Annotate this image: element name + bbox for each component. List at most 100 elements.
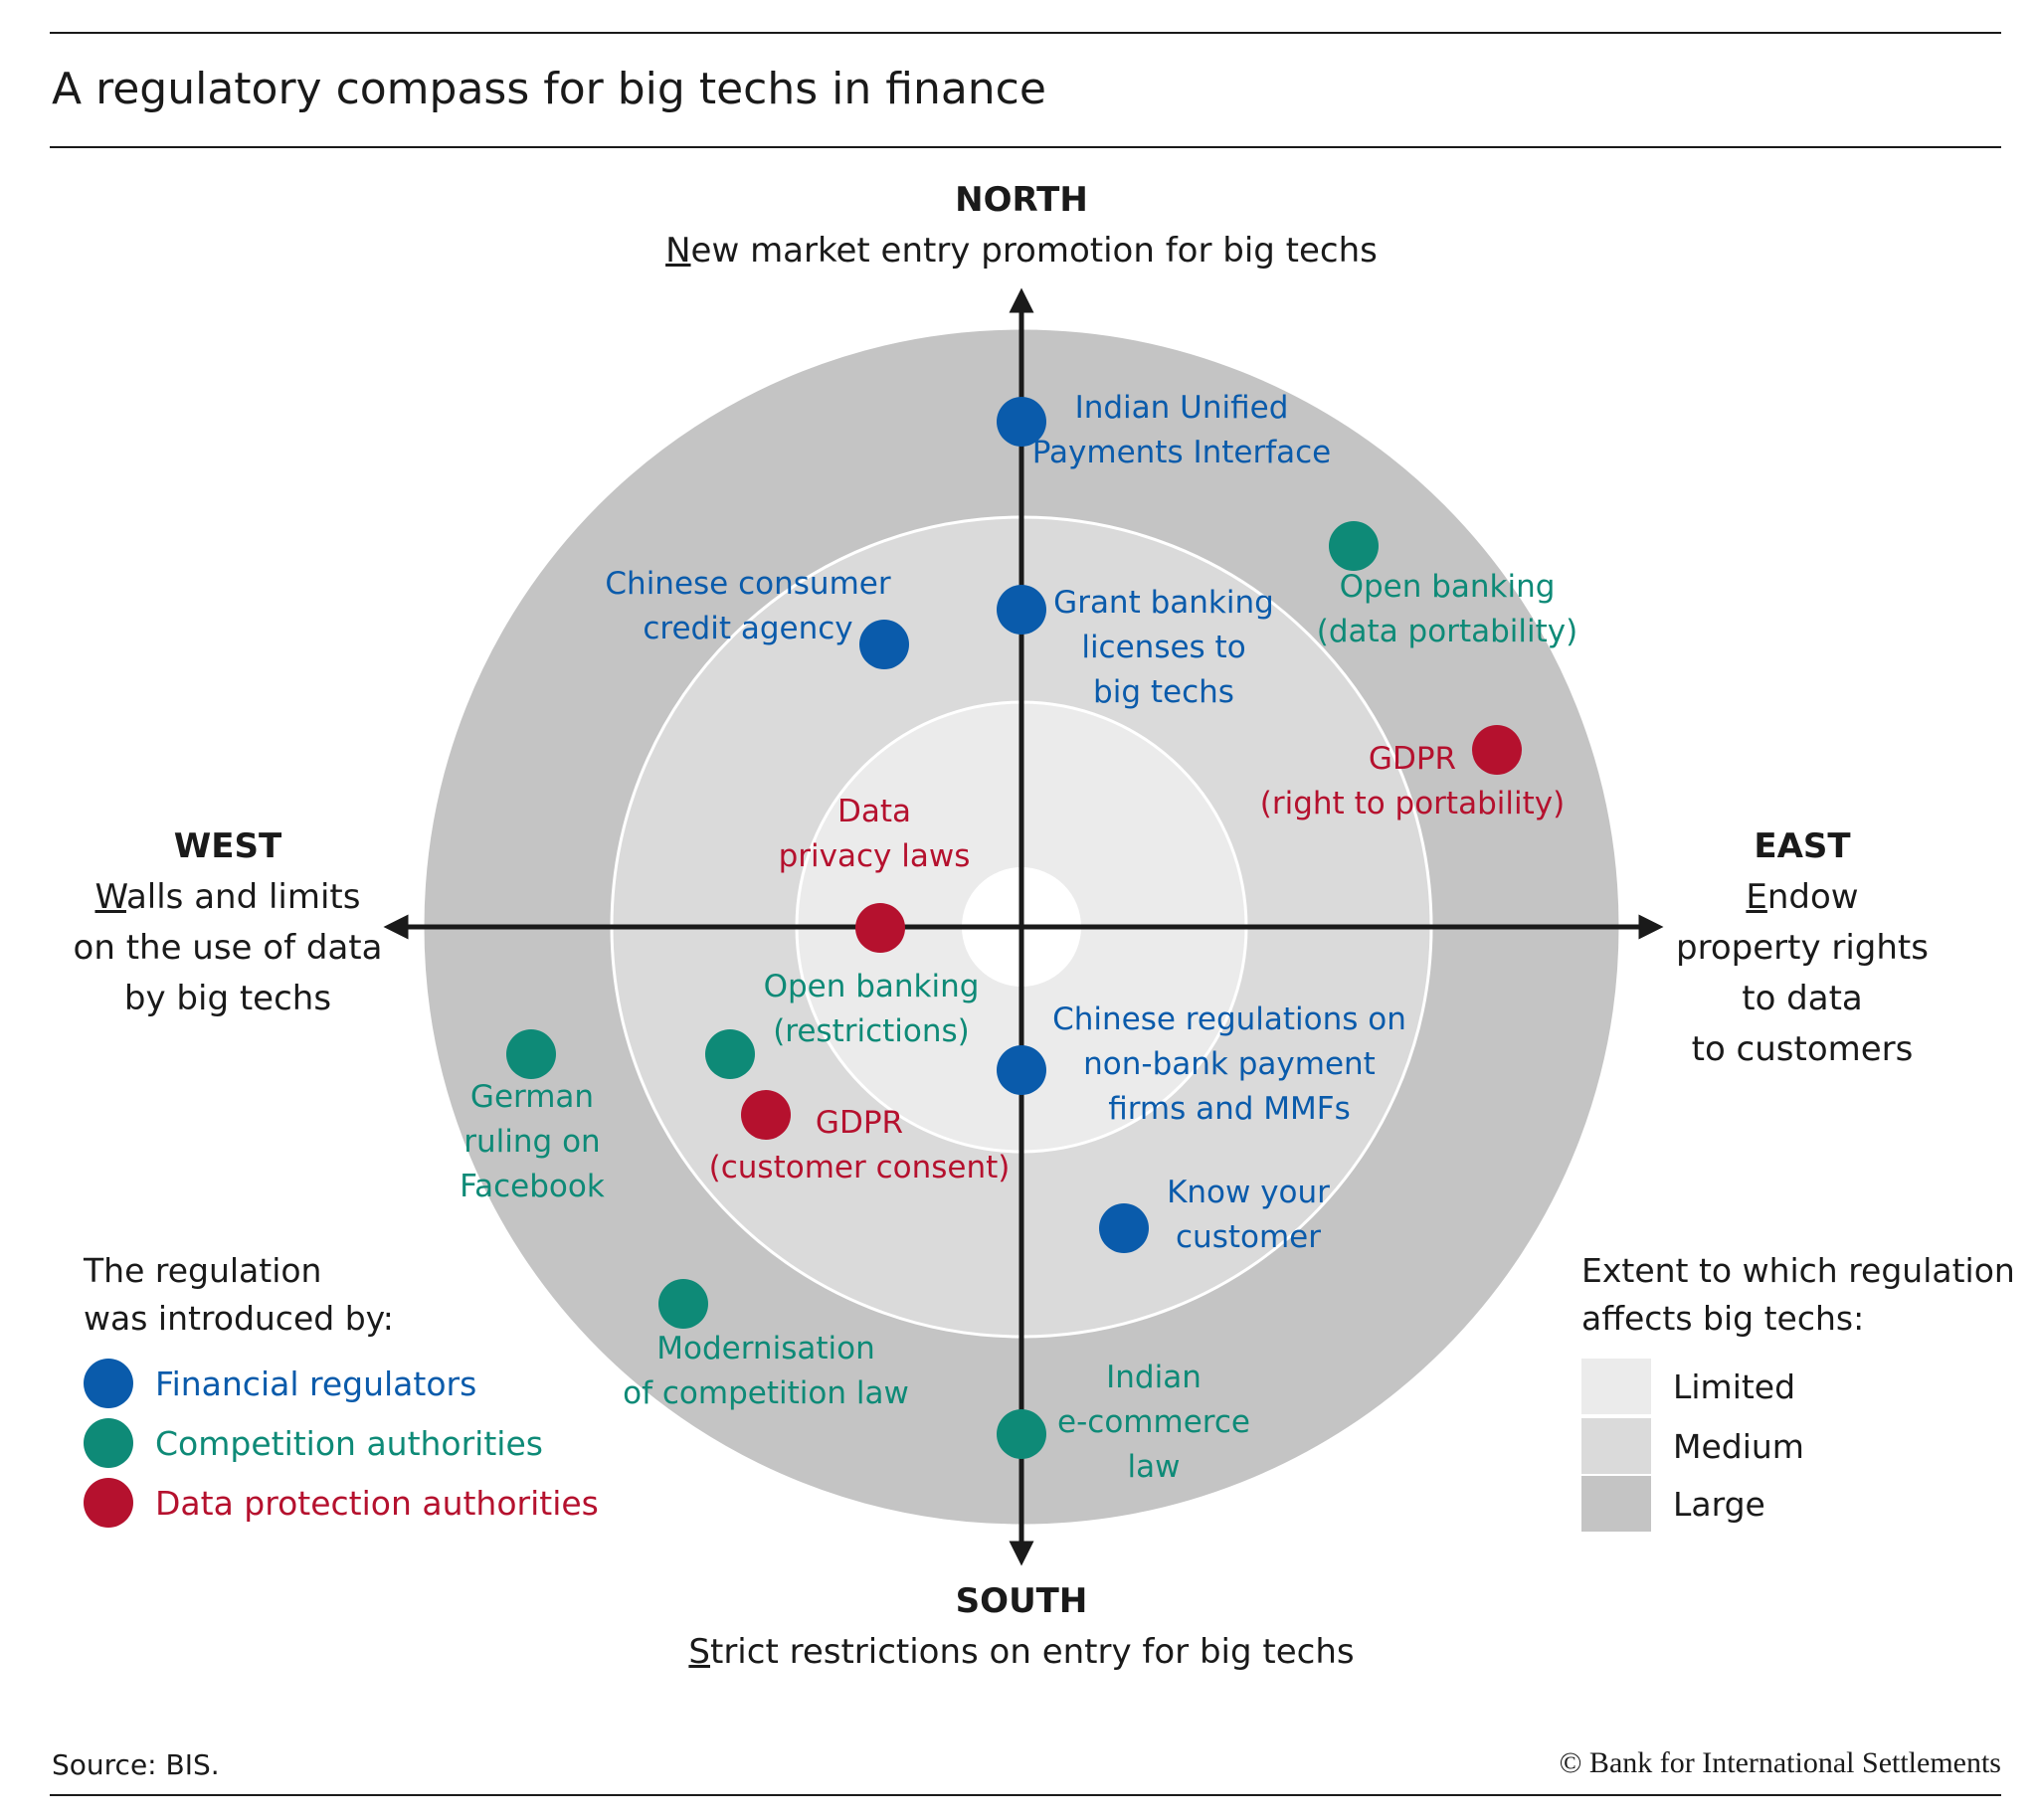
regulation-label-line: e-commerce: [1057, 1404, 1250, 1440]
regulation-label-line: licenses to: [1081, 630, 1245, 665]
south-label: SOUTH Strict restrictions on entry for b…: [557, 1576, 1486, 1678]
legend-label-large: Large: [1673, 1484, 1765, 1524]
regulation-label-line: Data: [837, 794, 911, 829]
regulation-label-line: GDPR: [816, 1105, 903, 1141]
legend-swatch-medium: [1581, 1418, 1651, 1474]
authority-legend: The regulation was introduced by: Financ…: [84, 1251, 641, 1549]
regulation-label-line: firms and MMFs: [1108, 1091, 1351, 1127]
north-label: NORTH New market entry promotion for big…: [557, 175, 1486, 276]
south-description: Strict restrictions on entry for big tec…: [688, 1632, 1355, 1672]
regulation-item: Open banking(restrictions): [705, 969, 979, 1079]
regulation-label: GDPR(right to portability): [1260, 741, 1565, 821]
regulation-label: Open banking (data portability): [1317, 569, 1577, 649]
authority-legend-title-line: was introduced by:: [84, 1299, 394, 1338]
west-heading: WEST: [173, 826, 282, 866]
east-label: EAST Endow property rights to data to cu…: [1653, 821, 1951, 1075]
west-description-line: by big techs: [123, 979, 332, 1018]
regulation-dot-financial: [997, 585, 1046, 635]
regulation-label: German ruling on Facebook: [460, 1079, 605, 1204]
regulation-label-line: Chinese regulations on: [1052, 1001, 1406, 1037]
regulation-label-line: law: [1128, 1449, 1181, 1485]
title-rule: [50, 146, 2001, 148]
legend-item-financial: Financial regulators: [84, 1359, 476, 1408]
regulation-label-line: Chinese consumer: [605, 566, 890, 602]
regulation-item: Data privacy laws: [779, 794, 971, 953]
legend-item-medium: Medium: [1581, 1418, 1804, 1474]
legend-swatch-limited: [1581, 1359, 1651, 1414]
legend-label-data-protection: Data protection authorities: [155, 1483, 599, 1523]
regulation-label-line: privacy laws: [779, 838, 971, 874]
legend-dot-financial: [84, 1359, 133, 1408]
legend-item-data-protection: Data protection authorities: [84, 1478, 599, 1528]
copyright-note: © Bank for International Settlements: [1559, 1746, 2001, 1779]
regulation-label-line: of competition law: [623, 1375, 909, 1411]
regulation-dot-financial: [859, 620, 909, 669]
regulation-label: GDPR(customer consent): [709, 1105, 1011, 1185]
regulation-dot-data-protection: [741, 1090, 791, 1140]
east-description-line: Endow: [1746, 877, 1859, 917]
regulation-label-line: (right to portability): [1260, 786, 1565, 821]
regulation-item: Grant banking licenses to big techs: [997, 585, 1274, 710]
regulation-dot-competition: [997, 1409, 1046, 1459]
regulation-label: Indian e-commerce law: [1057, 1360, 1250, 1485]
authority-legend-title-line: The regulation: [84, 1251, 322, 1290]
extent-legend-title-line: Extent to which regulation: [1581, 1251, 2015, 1290]
west-label: WEST Walls and limits on the use of data…: [62, 821, 394, 1024]
south-heading: SOUTH: [955, 1581, 1088, 1621]
regulation-item: GDPR(customer consent): [709, 1090, 1011, 1185]
regulation-dot-competition: [658, 1279, 708, 1329]
regulation-label-line: credit agency: [643, 611, 852, 646]
regulation-label-line: ruling on: [463, 1124, 600, 1160]
north-description: New market entry promotion for big techs: [665, 231, 1378, 271]
regulation-dot-financial: [997, 397, 1046, 447]
regulation-label-line: Indian Unified: [1075, 390, 1289, 426]
legend-item-large: Large: [1581, 1476, 1765, 1532]
page-title: A regulatory compass for big techs in fi…: [52, 64, 1046, 114]
regulation-label-line: Grant banking: [1053, 585, 1274, 621]
regulation-label: Modernisation of competition law: [623, 1331, 909, 1411]
north-heading: NORTH: [955, 180, 1088, 220]
legend-dot-competition: [84, 1418, 133, 1468]
east-heading: EAST: [1754, 826, 1851, 866]
regulation-dot-competition: [506, 1029, 556, 1079]
regulation-item: Chinese consumer credit agency: [605, 566, 909, 669]
regulation-item: GDPR(right to portability): [1260, 725, 1565, 821]
legend-item-limited: Limited: [1581, 1359, 1795, 1414]
east-description-line: to customers: [1691, 1029, 1914, 1069]
regulation-label-line: Modernisation: [656, 1331, 874, 1366]
regulation-label-line: Payments Interface: [1032, 435, 1332, 470]
west-description-line: Walls and limits: [94, 877, 361, 917]
legend-swatch-large: [1581, 1476, 1651, 1532]
regulation-label-line: customer: [1176, 1219, 1321, 1255]
regulation-label-line: (data portability): [1317, 614, 1577, 649]
regulation-item: Open banking (data portability): [1317, 521, 1577, 649]
regulation-label: Grant banking licenses to big techs: [1053, 585, 1274, 710]
regulation-dot-competition: [705, 1029, 755, 1079]
regulation-label-line: big techs: [1093, 674, 1234, 710]
bottom-rule: [50, 1794, 2001, 1796]
regulation-label-line: Facebook: [460, 1169, 605, 1204]
east-description-line: property rights: [1676, 928, 1929, 968]
legend-label-limited: Limited: [1673, 1366, 1796, 1406]
regulation-label-line: Open banking: [1340, 569, 1556, 605]
regulation-label-line: German: [470, 1079, 594, 1115]
regulation-label-line: Indian: [1106, 1360, 1202, 1395]
regulation-item: German ruling on Facebook: [460, 1029, 605, 1204]
legend-dot-data-protection: [84, 1478, 133, 1528]
regulation-dot-financial: [997, 1045, 1046, 1095]
legend-label-financial: Financial regulators: [155, 1364, 477, 1403]
legend-label-competition: Competition authorities: [155, 1423, 543, 1463]
extent-legend: Extent to which regulation affects big t…: [1581, 1251, 2019, 1549]
west-description-line: on the use of data: [73, 928, 383, 968]
extent-legend-title-line: affects big techs:: [1581, 1299, 1865, 1338]
regulation-label: Chinese consumer credit agency: [605, 566, 890, 646]
regulation-label: Open banking(restrictions): [764, 969, 980, 1049]
regulation-dot-competition: [1329, 521, 1379, 571]
